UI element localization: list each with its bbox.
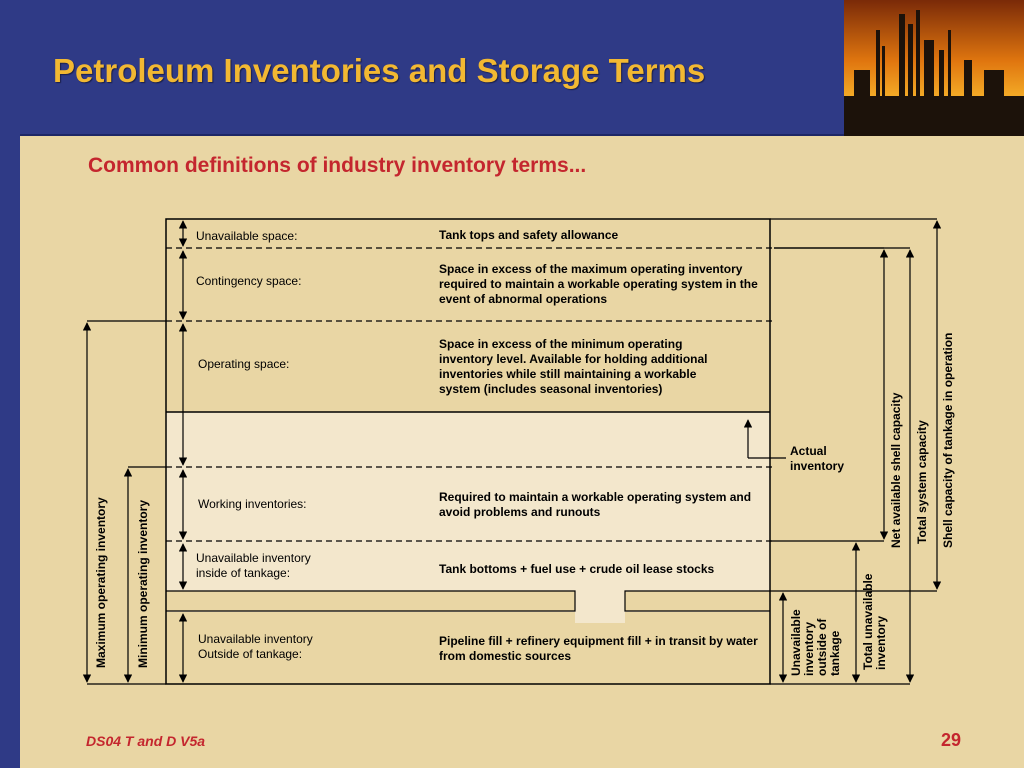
label-unavailable-inside: Unavailable inventory inside of tankage: (196, 551, 311, 580)
left-accent-bar (0, 0, 20, 768)
label-shell-capacity-in-operation: Shell capacity of tankage in operation (941, 332, 955, 548)
desc-unavailable-outside: Pipeline fill + refinery equipment fill … (439, 634, 758, 663)
tank-outline (165, 218, 771, 685)
slide-title: Petroleum Inventories and Storage Terms (53, 52, 706, 89)
tank-outlet (575, 591, 625, 623)
label-total-system-capacity: Total system capacity (915, 420, 929, 544)
base-bar-outline-left (166, 590, 576, 612)
label-working-inventories: Working inventories: (198, 497, 307, 511)
desc-unavailable-space: Tank tops and safety allowance (439, 228, 619, 242)
page-number: 29 (941, 730, 962, 750)
label-unavailable-space: Unavailable space: (196, 229, 298, 243)
label-max-operating-inventory: Maximum operating inventory (94, 497, 108, 668)
footer-doc-id: DS04 T and D V5a (86, 733, 206, 749)
desc-unavailable-inside: Tank bottoms + fuel use + crude oil leas… (439, 562, 715, 576)
desc-contingency-space: Space in excess of the maximum operating… (439, 262, 758, 306)
header-banner: Petroleum Inventories and Storage Terms (20, 0, 844, 136)
tank-base-bar (166, 591, 770, 611)
slide-subtitle: Common definitions of industry inventory… (88, 154, 587, 177)
label-net-available-shell: Net available shell capacity (889, 392, 903, 548)
label-unavailable-outside-tankage: Unavailable inventory outside of tankage (789, 609, 842, 676)
actual-inventory-label: Actual inventory (790, 444, 845, 473)
refinery-sunset-image (844, 0, 1024, 136)
label-contingency-space: Contingency space: (196, 274, 302, 288)
label-total-unavailable: Total unavailable inventory (861, 573, 888, 670)
tank-fill-region (166, 412, 770, 612)
desc-working-inventories: Required to maintain a workable operatin… (439, 490, 752, 519)
label-operating-space: Operating space: (198, 357, 290, 371)
label-unavailable-outside: Unavailable inventory Outside of tankage… (198, 632, 313, 661)
base-bar-outline-right (624, 590, 770, 612)
desc-operating-space: Space in excess of the minimum operating… (439, 337, 708, 396)
label-min-operating-inventory: Minimum operating inventory (136, 499, 150, 668)
